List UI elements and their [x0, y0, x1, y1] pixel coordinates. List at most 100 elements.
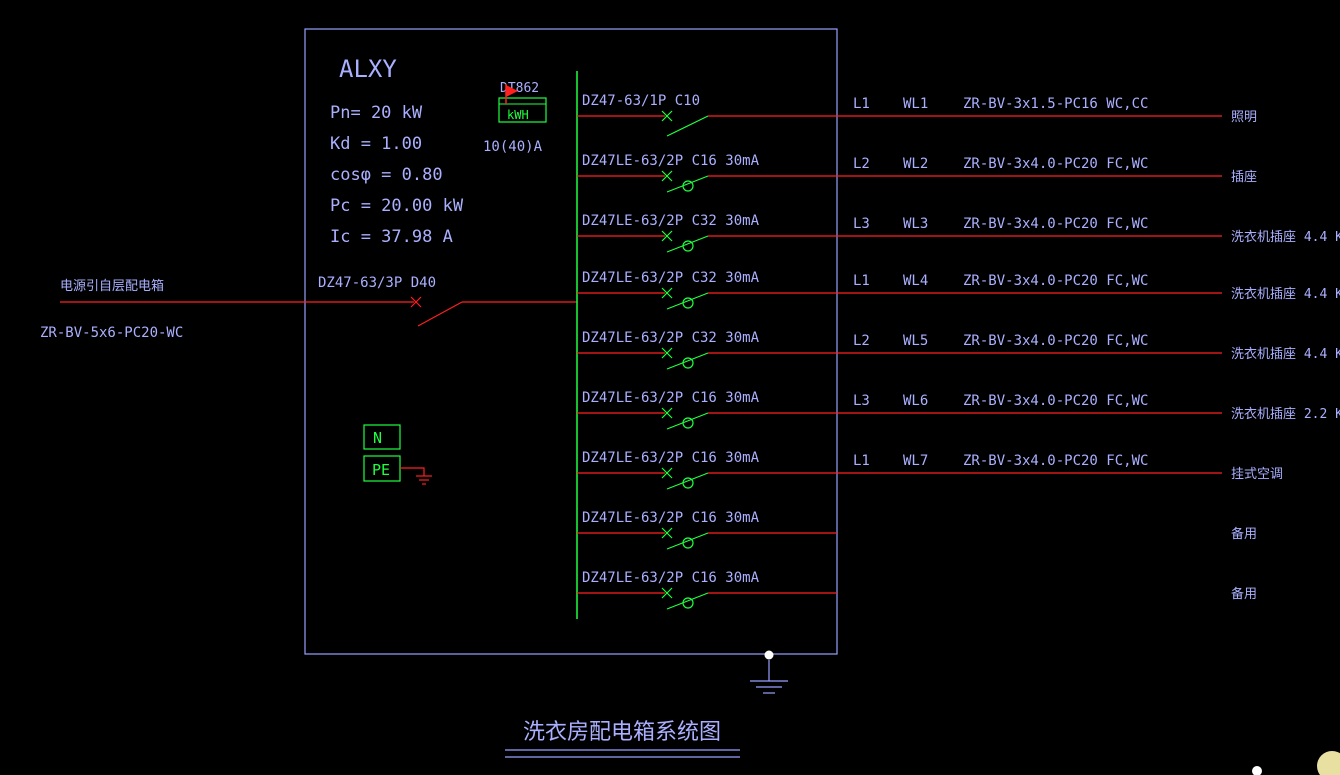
circuit-id-label: WL5 [903, 333, 928, 349]
circuit-id-label: WL2 [903, 156, 928, 172]
param-cosphi: cosφ = 0.80 [330, 165, 443, 185]
breaker-label: DZ47LE-63/2P C32 30mA [582, 330, 760, 346]
circuit-row: DZ47LE-63/2P C16 30mA L2 WL2 ZR-BV-3x4.0-PC… [577, 153, 1257, 193]
phase-label: L2 [853, 156, 870, 172]
pe-ground-icon [400, 467, 432, 485]
terminal-block: N PE [363, 424, 432, 485]
circuit-row: DZ47LE-63/2P C16 30mA 备用 [577, 510, 1257, 550]
breaker-blade [666, 175, 709, 193]
breaker-blade [666, 472, 709, 490]
panel-frame [304, 28, 838, 655]
circuit-row: DZ47LE-63/2P C32 30mA L3 WL3 ZR-BV-3x4.0-PC… [577, 213, 1340, 253]
breaker-cross-icon [661, 527, 673, 539]
breaker-cross-icon [661, 467, 673, 479]
meter-rating: 10(40)A [483, 139, 543, 155]
breaker-blade [666, 292, 709, 310]
breaker-cross-icon [661, 347, 673, 359]
rcd-icon [682, 417, 694, 429]
cable-spec-label: ZR-BV-3x4.0-PC20 FC,WC [963, 333, 1148, 349]
load-label: 洗衣机插座 4.4 KW [1231, 286, 1340, 302]
rcd-icon [682, 297, 694, 309]
rcd-icon [682, 357, 694, 369]
load-label: 洗衣机插座 2.2 KW [1231, 406, 1340, 422]
breaker-cross-icon [661, 170, 673, 182]
breaker-label: DZ47LE-63/2P C32 30mA [582, 213, 760, 229]
breaker-blade [666, 592, 709, 610]
breaker-cross-icon [661, 287, 673, 299]
breaker-label: DZ47LE-63/2P C32 30mA [582, 270, 760, 286]
load-label: 洗衣机插座 4.4 KW [1231, 346, 1340, 362]
param-pn: Pn= 20 kW [330, 103, 423, 123]
breaker-label: DZ47LE-63/2P C16 30mA [582, 570, 760, 586]
breaker-cross-icon [661, 587, 673, 599]
cable-spec-label: ZR-BV-3x4.0-PC20 FC,WC [963, 273, 1148, 289]
param-ic: Ic = 37.98 A [330, 227, 453, 247]
phase-label: L3 [853, 216, 870, 232]
n-terminal-label: N [373, 429, 382, 447]
circuit-id-label: WL4 [903, 273, 928, 289]
breaker-label: DZ47LE-63/2P C16 30mA [582, 153, 760, 169]
param-kd: Kd = 1.00 [330, 134, 422, 154]
breaker-cross-icon [661, 110, 673, 122]
meter-unit: kWH [507, 108, 529, 122]
breaker-blade [666, 532, 709, 550]
breaker-label: DZ47-63/1P C10 [582, 93, 700, 109]
circuit-id-label: WL1 [903, 96, 928, 112]
drawing-title: 洗衣房配电箱系统图 [523, 720, 721, 745]
rcd-icon [682, 597, 694, 609]
load-label: 备用 [1231, 586, 1257, 602]
incoming-cable-label: ZR-BV-5x6-PC20-WC [40, 325, 183, 341]
main-breaker-cross-icon [410, 296, 422, 308]
rcd-icon [682, 240, 694, 252]
flag-icon [505, 84, 518, 104]
phase-label: L1 [853, 273, 870, 289]
circuit-row: DZ47LE-63/2P C32 30mA L2 WL5 ZR-BV-3x4.0-PC… [577, 330, 1340, 370]
load-label: 备用 [1231, 526, 1257, 542]
n-terminal-box [363, 424, 401, 450]
circuit-row: DZ47LE-63/2P C16 30mA L1 WL7 ZR-BV-3x4.0-PC… [577, 450, 1283, 490]
phase-label: L1 [853, 453, 870, 469]
rcd-icon [682, 477, 694, 489]
rcd-icon [682, 537, 694, 549]
phase-label: L2 [853, 333, 870, 349]
breaker-label: DZ47LE-63/2P C16 30mA [582, 450, 760, 466]
energy-meter: DT862 kWH 10(40)A [483, 81, 547, 155]
breaker-label: DZ47LE-63/2P C16 30mA [582, 510, 760, 526]
panel-parameters: Pn= 20 kW Kd = 1.00 cosφ = 0.80 Pc = 20.… [330, 103, 464, 247]
pe-terminal-label: PE [372, 461, 390, 479]
breaker-cross-icon [661, 230, 673, 242]
panel-name: ALXY [339, 55, 397, 83]
incoming-source-label: 电源引自层配电箱 [60, 278, 164, 294]
panel-ground-icon [750, 650, 788, 694]
incoming-feeder: 电源引自层配电箱 ZR-BV-5x6-PC20-WC DZ47-63/3P D4… [40, 275, 577, 341]
load-label: 挂式空调 [1231, 467, 1283, 482]
cable-spec-label: ZR-BV-3x4.0-PC20 FC,WC [963, 453, 1148, 469]
cable-spec-label: ZR-BV-3x4.0-PC20 FC,WC [963, 156, 1148, 172]
circuit-id-label: WL7 [903, 453, 928, 469]
cable-spec-label: ZR-BV-3x4.0-PC20 FC,WC [963, 216, 1148, 232]
main-breaker-label: DZ47-63/3P D40 [318, 275, 436, 291]
breaker-blade [666, 235, 709, 253]
circuit-row: DZ47LE-63/2P C16 30mA L3 WL6 ZR-BV-3x4.0-PC… [577, 390, 1340, 430]
breaker-blade [666, 412, 709, 430]
meter-box [498, 97, 547, 123]
main-breaker-blade [417, 301, 463, 327]
circuit-row: DZ47LE-63/2P C16 30mA 备用 [577, 570, 1257, 610]
circuit-id-label: WL3 [903, 216, 928, 232]
phase-label: L3 [853, 393, 870, 409]
cable-spec-label: ZR-BV-3x1.5-PC16 WC,CC [963, 96, 1148, 112]
cable-spec-label: ZR-BV-3x4.0-PC20 FC,WC [963, 393, 1148, 409]
load-label: 照明 [1231, 110, 1257, 125]
breaker-cross-icon [661, 407, 673, 419]
breaker-blade [666, 115, 709, 137]
circuit-row: DZ47LE-63/2P C32 30mA L1 WL4 ZR-BV-3x4.0-PC… [577, 270, 1340, 310]
rcd-icon [682, 180, 694, 192]
circuit-id-label: WL6 [903, 393, 928, 409]
breaker-label: DZ47LE-63/2P C16 30mA [582, 390, 760, 406]
breaker-blade [666, 352, 709, 370]
load-label: 插座 [1231, 170, 1257, 185]
corner-badge-icon [1252, 751, 1340, 775]
